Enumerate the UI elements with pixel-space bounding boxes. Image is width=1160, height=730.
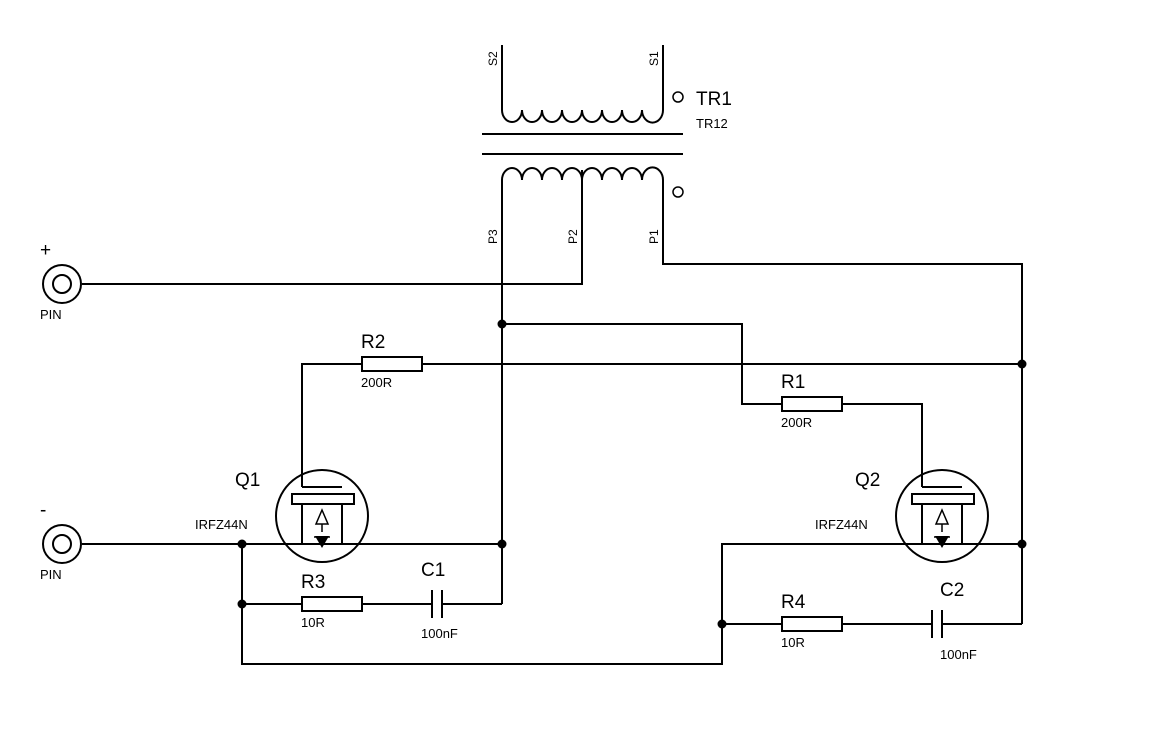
transformer-value: TR12: [696, 116, 728, 131]
resistor-r2[interactable]: R2 200R: [361, 332, 423, 390]
pin-p3-label: P3: [486, 229, 500, 244]
junction-dot: [1017, 359, 1027, 369]
resistor-r2-value: 200R: [361, 375, 392, 390]
mosfet-q1-ref: Q1: [235, 470, 260, 491]
connector-plus-label: PIN: [40, 307, 62, 322]
resistor-r4-value: 10R: [781, 635, 805, 650]
resistor-r1-ref: R1: [781, 372, 805, 393]
wire-plus-to-p2: [82, 222, 583, 285]
capacitor-c2-ref: C2: [940, 580, 964, 601]
secondary-winding: [501, 109, 664, 124]
connector-minus-sign: -: [40, 500, 46, 521]
junction-dot: [237, 599, 247, 609]
junction-dot: [497, 539, 507, 549]
capacitor-c1-ref: C1: [421, 560, 445, 581]
wire-ground-rail: [241, 543, 1022, 665]
junctions: [237, 319, 1027, 629]
mosfet-q2[interactable]: Q2 IRFZ44N: [815, 469, 989, 563]
resistor-r1-value: 200R: [781, 415, 812, 430]
connector-minus[interactable]: - PIN: [40, 500, 82, 582]
junction-dot: [717, 619, 727, 629]
transformer-tr1[interactable]: TR1 TR12 S2 S1 P3 P2 P1: [482, 45, 732, 244]
mosfet-q1-value: IRFZ44N: [195, 517, 248, 532]
mosfet-q1[interactable]: Q1 IRFZ44N: [195, 469, 369, 563]
wire-r1-to-q2-gate: [842, 403, 923, 478]
polarity-dot: [672, 186, 684, 198]
capacitor-c1-value: 100nF: [421, 626, 458, 641]
junction-dot: [497, 319, 507, 329]
pin-p2-label: P2: [566, 229, 580, 244]
mosfet-q2-diode: [935, 536, 949, 548]
pin-s1-label: S1: [647, 51, 661, 66]
mosfet-q2-value: IRFZ44N: [815, 517, 868, 532]
mosfet-q2-ref: Q2: [855, 470, 880, 491]
resistor-r2-ref: R2: [361, 332, 385, 353]
pin-s2-label: S2: [486, 51, 500, 66]
polarity-dot: [672, 91, 684, 103]
transformer-ref: TR1: [696, 89, 732, 110]
connector-plus-sign: +: [40, 240, 51, 261]
resistor-r1[interactable]: R1 200R: [781, 372, 843, 430]
resistor-r3-value: 10R: [301, 615, 325, 630]
capacitor-c2-value: 100nF: [940, 647, 977, 662]
resistor-r4[interactable]: R4 10R: [781, 592, 843, 650]
resistor-r4-ref: R4: [781, 592, 806, 613]
mosfet-q1-diode: [315, 536, 329, 548]
wires: [82, 222, 1023, 665]
pin-p1-label: P1: [647, 229, 661, 244]
connector-plus[interactable]: + PIN: [40, 240, 82, 322]
capacitor-c2[interactable]: C2 100nF: [931, 580, 977, 662]
capacitor-c1[interactable]: C1 100nF: [421, 560, 458, 641]
wire-p1-to-right-rail: [662, 222, 1023, 624]
connector-minus-label: PIN: [40, 567, 62, 582]
junction-dot: [237, 539, 247, 549]
mosfet-q1-arrow: [314, 508, 330, 525]
junction-dot: [1017, 539, 1027, 549]
wire-q1-gate-to-r2: [301, 363, 362, 478]
resistor-r3-ref: R3: [301, 572, 325, 593]
mosfet-q2-arrow: [934, 508, 950, 525]
resistor-r3[interactable]: R3 10R: [301, 572, 363, 630]
